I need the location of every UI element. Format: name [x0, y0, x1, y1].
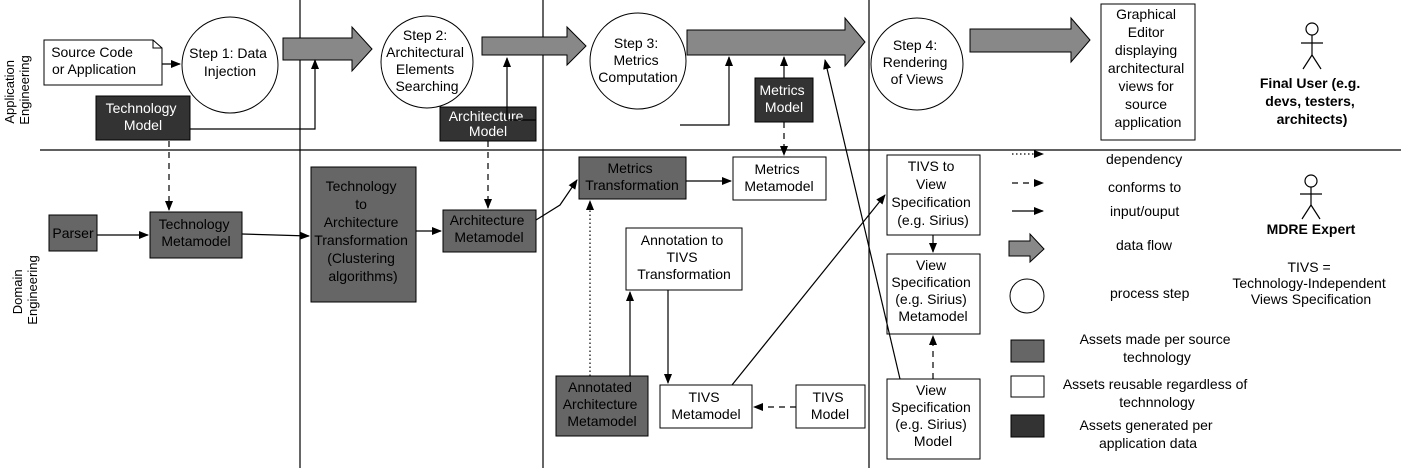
legend-conforms-label: conforms to [1108, 179, 1181, 195]
data-flow-arrow-4 [969, 16, 1091, 64]
side-label-domain-engineering: Domain Engineering [10, 255, 40, 324]
svg-text:TIVS Metamodel: TIVS Metamodel [671, 389, 740, 422]
final-user-actor-icon [1301, 22, 1323, 70]
svg-text:View Specification: View Specification (e.g. Sirius) Metamod… [891, 257, 974, 324]
legend-process-step-circle [1009, 278, 1045, 314]
svg-text:Metrics Metamodel: Metrics Metamodel [744, 161, 813, 194]
legend-reusable-label: Assets reusable regardless of technnolog… [1063, 376, 1251, 410]
view-spec-model-box: View Specification (e.g. Sirius) Model [886, 378, 981, 460]
data-flow-arrow-2 [481, 25, 587, 67]
annotation-to-tivs-box: Annotation to TIVS Transformation [625, 227, 743, 291]
technology-model-box: Technology Model [95, 95, 191, 141]
svg-text:Step 4: Rendering: Step 4: Rendering of Views [883, 37, 952, 87]
metrics-metamodel-box: Metrics Metamodel [732, 156, 827, 201]
source-code-document: Source Code or Application [43, 39, 163, 86]
svg-text:Step 2: Architectural: Step 2: Architectural Elements Searching [386, 27, 468, 94]
tivs-to-view-spec-box: TIVS to View Specification (e.g. Sirius) [886, 154, 981, 236]
legend-generated-per-app-label: Assets generated per application data [1080, 417, 1217, 451]
tech-to-arch-transformation-box: Technology to Architecture Transformatio… [310, 166, 417, 303]
svg-text:Annotated Architecture: Annotated Architecture Metamodel [563, 379, 642, 429]
data-flow-arrows [282, 16, 1091, 73]
svg-text:Architecture Model: Architecture Model [449, 108, 528, 139]
parser-box: Parser [48, 214, 98, 252]
svg-text:Metrics Model: Metrics Model [759, 82, 808, 115]
step4-process: Step 4: Rendering of Views [870, 17, 964, 111]
svg-text:Parser: Parser [52, 225, 94, 241]
view-spec-metamodel-box: View Specification (e.g. Sirius) Metamod… [886, 253, 981, 335]
svg-text:Metrics Transformation: Metrics Transformation [585, 160, 679, 193]
metrics-transformation-box: Metrics Transformation [578, 156, 687, 200]
mdre-expert-label: MDRE Expert [1267, 221, 1356, 237]
svg-text:Technology to Arch: Technology to Architecture Transformatio… [314, 178, 412, 284]
svg-text:Technology Metamodel: Technology Metamodel [159, 216, 234, 249]
side-label-application-engineering: Application Engineering [2, 55, 32, 124]
legend-data-flow-arrow [1008, 232, 1045, 264]
swimlane-grid [40, 0, 1401, 468]
technology-metamodel-box: Technology Metamodel [149, 211, 243, 259]
legend-data-flow-label: data flow [1116, 237, 1173, 253]
step1-process: Step 1: Data Injection [181, 16, 279, 114]
svg-text:Step 1: Data Injection: Step 1: Data Injection [189, 45, 271, 79]
architecture-metamodel-box: Architecture Metamodel [442, 209, 537, 253]
tivs-metamodel-box: TIVS Metamodel [659, 384, 753, 429]
graphical-editor-box: Graphical Editor displaying architectura… [1100, 3, 1196, 141]
legend-made-per-source-label: Assets made per source technology [1080, 331, 1235, 365]
legend-process-step-label: process step [1110, 285, 1190, 301]
annotated-arch-metamodel-box: Annotated Architecture Metamodel [555, 375, 649, 437]
legend-generated-per-app-swatch [1010, 414, 1045, 438]
svg-text:Step 3: Metrics Co: Step 3: Metrics Computation [598, 35, 677, 85]
legend-io-label: input/ouput [1110, 203, 1179, 219]
svg-text:TIVS to View Speci: TIVS to View Specification (e.g. Sirius) [891, 158, 974, 228]
svg-text:Graphical Editor d: Graphical Editor displaying architectura… [1108, 6, 1188, 130]
final-user-label: Final User (e.g. devs, testers, architec… [1260, 75, 1364, 127]
connectors [97, 56, 937, 411]
metrics-model-box: Metrics Model [754, 77, 814, 123]
svg-text:Source Code or Applicati: Source Code or Application [51, 44, 137, 77]
legend-dependency-label: dependency [1106, 151, 1182, 167]
legend-reusable-swatch [1010, 375, 1045, 398]
svg-text:View Specification: View Specification (e.g. Sirius) Model [891, 382, 974, 449]
svg-text:Technology Model: Technology Model [106, 100, 181, 133]
tivs-model-box: TIVS Model [795, 384, 866, 429]
legend: dependency conforms to input/ouput data … [1008, 150, 1251, 451]
svg-text:Annotation to TIVS: Annotation to TIVS Transformation [637, 232, 731, 282]
mdre-expert-actor-icon [1300, 174, 1322, 220]
svg-text:TIVS Model: TIVS Model [811, 389, 849, 422]
svg-text:Architecture Metamodel: Architecture Metamodel [450, 212, 529, 245]
tivs-definition: TIVS = Technology-Independent Views Spec… [1232, 259, 1389, 307]
data-flow-arrow-1 [282, 25, 373, 73]
step3-process: Step 3: Metrics Computation [589, 12, 687, 110]
architecture-model-box: Architecture Model [439, 106, 537, 142]
legend-made-per-source-swatch [1010, 339, 1045, 363]
step2-process: Step 2: Architectural Elements Searching [380, 15, 474, 109]
data-flow-arrow-3 [686, 16, 866, 68]
